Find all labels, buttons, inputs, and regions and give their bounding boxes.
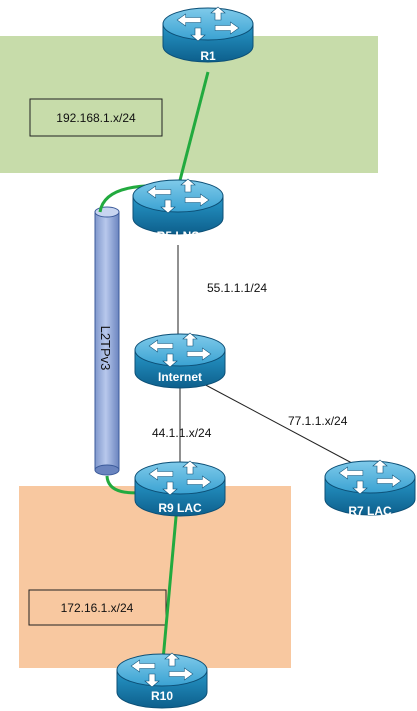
router-r9-lac[interactable]: R9 LAC [134,460,226,517]
router-r10[interactable]: R10 [116,652,208,709]
link-r1-r5 [176,71,210,189]
subnet-r7-internet-label: 77.1.1.x/24 [288,414,348,428]
router-r7-lac[interactable]: R7 LAC [324,459,416,518]
router-internet-label: Internet [158,370,202,384]
router-internet[interactable]: Internet [134,332,226,389]
router-r9-label: R9 LAC [158,501,202,515]
router-r1-label: R1 [200,49,216,63]
tunnel-label: L2TPv3 [98,326,113,371]
bottom-network-zone [19,486,291,668]
subnet-r5-internet-label: 55.1.1.1/24 [207,281,267,295]
router-r7-label: R7 LAC [348,504,392,518]
link-internet-r7 [199,381,366,471]
top-subnet-label: 192.168.1.x/24 [56,111,136,125]
bottom-subnet-box [28,589,167,626]
l2tpv3-tunnel [94,206,120,476]
subnet-r9-internet-label: 44.1.1.x/24 [152,426,212,440]
top-subnet-box [29,98,163,137]
router-r1[interactable]: R1 [162,6,254,63]
router-r5-lns[interactable]: R5 LNS [132,178,224,243]
bottom-subnet-label: 172.16.1.x/24 [61,601,134,615]
router-r10-label: R10 [151,689,173,703]
router-r5-label: R5 LNS [157,229,200,243]
link-r9-r10 [161,494,180,661]
